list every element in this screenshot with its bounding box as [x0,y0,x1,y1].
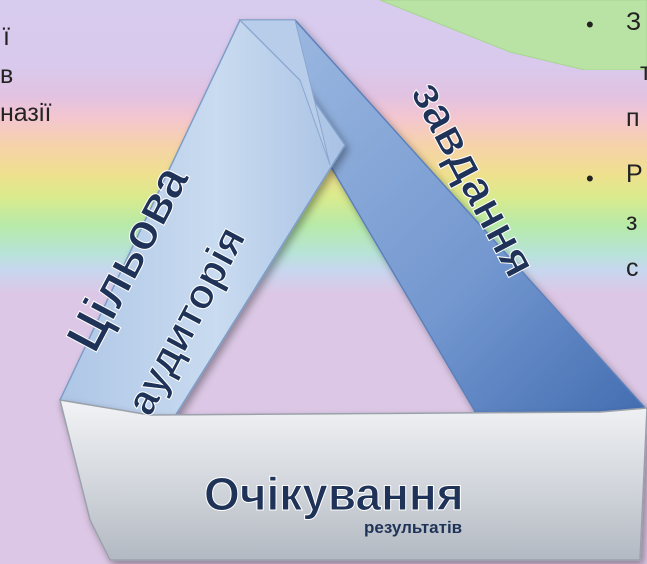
bullet-marker: • [586,12,594,37]
left-text-block: ї в назії [0,18,51,132]
left-text-line: ї [3,23,10,51]
right-text-line: З [626,8,642,36]
green-callout-shape [380,0,647,70]
left-text-line: в [0,61,14,89]
top-fold [238,19,331,166]
bottom-band-label: Очікування [204,468,464,520]
right-text-line: Р [626,160,643,188]
bullet-marker: • [586,166,594,191]
right-text-line: з [626,208,638,236]
left-text-line: назії [0,99,52,127]
right-text-line: т [640,58,647,86]
right-text-line: п [626,104,640,132]
bottom-band-sublabel: результатів [364,518,462,537]
right-text-line: с [626,254,639,282]
bottom-band [58,399,647,561]
